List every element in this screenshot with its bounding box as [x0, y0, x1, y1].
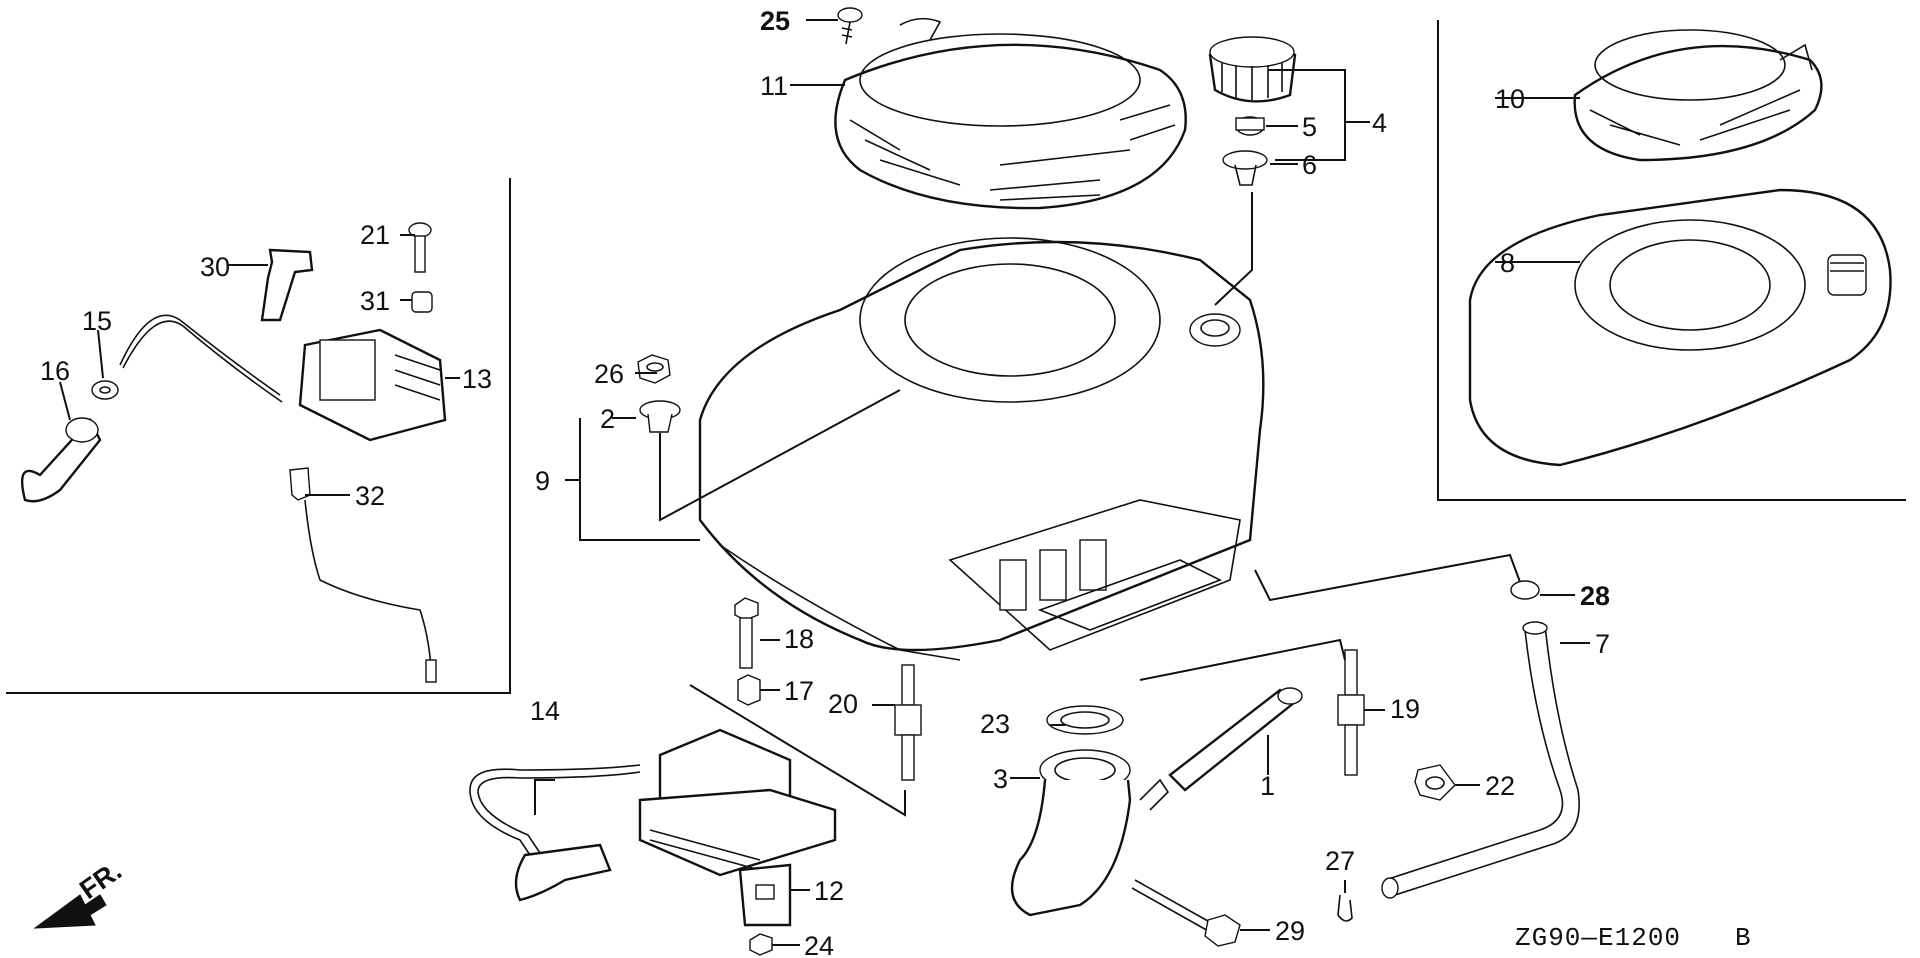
part-7-breather-tube[interactable]	[1381, 621, 1580, 899]
part-16-spark-plug-cap[interactable]	[20, 417, 102, 503]
callout-8: 8	[1500, 248, 1515, 278]
part-22-hose-clamp[interactable]	[1414, 764, 1456, 801]
part-8-fan-shroud-alt[interactable]	[1468, 188, 1892, 467]
callout-29: 29	[1275, 916, 1305, 946]
callout-24: 24	[804, 931, 834, 958]
part-29-bolt[interactable]	[1131, 879, 1241, 947]
callout-labels: 25 11 10 8 4 5 6 26 2 9 21 30 31 15 16 1…	[40, 6, 1610, 958]
part-1-tube[interactable]	[1168, 687, 1303, 792]
part-18-bolt[interactable]	[734, 597, 759, 669]
callout-21: 21	[360, 220, 390, 250]
callout-30: 30	[200, 252, 230, 282]
part-6-cap-seat[interactable]	[1222, 150, 1268, 186]
part-21-bolt[interactable]	[408, 222, 432, 273]
callout-18: 18	[784, 624, 814, 654]
part-2-grommet[interactable]	[639, 400, 681, 433]
callout-3: 3	[993, 764, 1008, 794]
callout-23: 23	[980, 709, 1010, 739]
part-30-bracket[interactable]	[260, 248, 314, 322]
callout-15: 15	[82, 306, 112, 336]
part-3-oil-filler-pipe[interactable]	[1010, 749, 1170, 917]
part-24-nut[interactable]	[749, 933, 773, 956]
front-direction-arrow: FR.	[33, 855, 127, 929]
section-frames	[6, 20, 1906, 694]
callout-9: 9	[535, 466, 550, 496]
callout-1: 1	[1260, 771, 1275, 801]
callout-31: 31	[360, 286, 390, 316]
callout-11: 11	[760, 71, 788, 101]
callout-20: 20	[828, 689, 858, 719]
part-4-oil-filler-cap[interactable]	[1208, 36, 1297, 103]
callout-6: 6	[1302, 150, 1317, 180]
part-20-stud-bolt[interactable]	[894, 664, 922, 781]
part-32-ground-wire[interactable]	[289, 467, 437, 683]
callout-5: 5	[1302, 112, 1317, 142]
callout-22: 22	[1485, 771, 1515, 801]
leader-lines	[59, 19, 1590, 946]
callout-16: 16	[40, 356, 70, 386]
part-17-collar[interactable]	[737, 674, 761, 706]
front-direction-label: FR.	[74, 855, 127, 905]
part-14-ignition-module[interactable]	[469, 728, 837, 902]
diagram-revision: B	[1735, 923, 1752, 953]
part-26-nut[interactable]	[637, 354, 671, 384]
diagram-code: ZG90—E1200	[1515, 923, 1681, 953]
callout-7: 7	[1595, 629, 1610, 659]
callout-14: 14	[530, 696, 560, 726]
part-31-collar[interactable]	[411, 291, 433, 313]
callout-19: 19	[1390, 694, 1420, 724]
part-9-fan-shroud[interactable]	[698, 237, 1265, 661]
part-5-cap-washer[interactable]	[1235, 116, 1265, 136]
part-27-clip[interactable]	[1337, 894, 1353, 922]
callout-13: 13	[462, 364, 492, 394]
callout-25: 25	[760, 6, 790, 36]
callout-27: 27	[1325, 846, 1355, 876]
part-11-fan-cover[interactable]	[834, 17, 1187, 210]
callout-4: 4	[1372, 108, 1387, 138]
callout-17: 17	[784, 676, 814, 706]
part-12-plate[interactable]	[738, 863, 792, 927]
callout-28: 28	[1580, 581, 1610, 611]
callout-2: 2	[600, 404, 615, 434]
part-23-gasket[interactable]	[1046, 705, 1124, 735]
part-28-clip[interactable]	[1510, 580, 1540, 600]
part-19-stud-bolt[interactable]	[1337, 649, 1365, 776]
callout-32: 32	[355, 481, 385, 511]
part-10-fan-cover-alt[interactable]	[1573, 29, 1823, 162]
callout-10: 10	[1495, 84, 1525, 114]
part-13-ignition-coil[interactable]	[119, 314, 447, 442]
callout-12: 12	[814, 876, 844, 906]
part-25-screw[interactable]	[837, 7, 863, 45]
diagram-reference: ZG90—E1200 B	[1515, 923, 1752, 953]
part-15-washer[interactable]	[91, 380, 119, 400]
callout-26: 26	[594, 359, 624, 389]
